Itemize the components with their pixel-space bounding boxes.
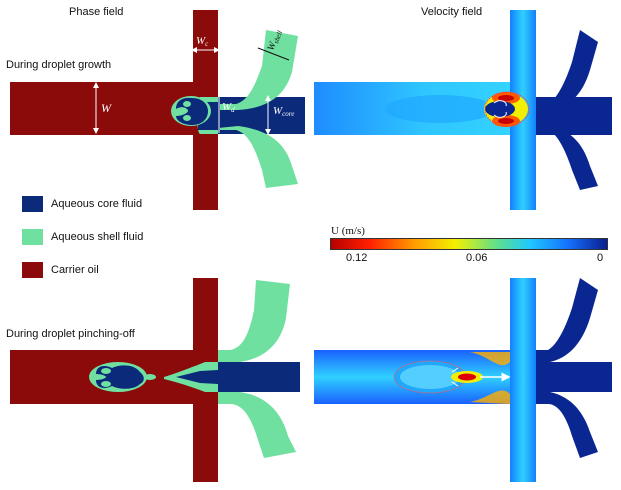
vel-pinch-arrows xyxy=(451,367,459,387)
velocity-field-title: Velocity field xyxy=(421,6,483,18)
shell-inlet-upper-pinch xyxy=(218,280,290,362)
vel-lower-branch-pinch xyxy=(536,392,598,458)
dimension-wshell-arrow xyxy=(257,47,290,61)
vel-lower-branch-growth xyxy=(536,126,598,190)
vel-upper-branch-growth xyxy=(536,30,598,110)
phase-field-title: Phase field xyxy=(69,6,124,18)
phase-pinching-panel xyxy=(10,278,300,482)
vel-outlet-channel-pinch xyxy=(536,362,612,392)
growth-caption: During droplet growth xyxy=(6,59,112,71)
dimension-wcore-label: Wcore xyxy=(273,105,294,118)
dimension-wc-label: Wc xyxy=(196,35,209,48)
legend-label-shell: Aqueous shell fluid xyxy=(51,231,144,243)
colorbar-tick-mid: 0.06 xyxy=(466,252,488,264)
core-thread-pinch xyxy=(176,370,218,384)
legend-label-core: Aqueous core fluid xyxy=(51,198,143,210)
velocity-pinching-panel xyxy=(314,278,612,482)
vel-vortex-region xyxy=(485,101,515,117)
legend-swatch-oil xyxy=(22,262,43,278)
shell-inlet-lower-growth xyxy=(218,126,298,188)
shell-inlet-upper-growth xyxy=(218,30,298,110)
pinching-caption: During droplet pinching-off xyxy=(6,328,135,340)
colorbar-tick-min: 0 xyxy=(597,252,604,264)
legend-swatch-core xyxy=(22,196,43,212)
velocity-growth-panel xyxy=(314,10,612,210)
dimension-wd-label: Wd xyxy=(222,101,235,114)
colorbar-gradient xyxy=(330,238,608,250)
shell-inlet-lower-pinch xyxy=(218,392,296,458)
core-channel-bottom xyxy=(218,362,300,392)
legend-swatch-shell xyxy=(22,229,43,245)
phase-growth-panel: W Wc Wshell Wd Wcore xyxy=(10,10,305,210)
dimension-w-label: W xyxy=(101,101,112,115)
vel-upper-branch-pinch xyxy=(536,278,598,362)
vel-vertical-channel-pinch xyxy=(510,278,536,482)
vel-vortex-arrows xyxy=(493,100,507,118)
legend-label-oil: Carrier oil xyxy=(51,264,99,276)
colorbar-title: U (m/s) xyxy=(331,225,365,237)
colorbar-tick-max: 0.12 xyxy=(346,252,368,264)
